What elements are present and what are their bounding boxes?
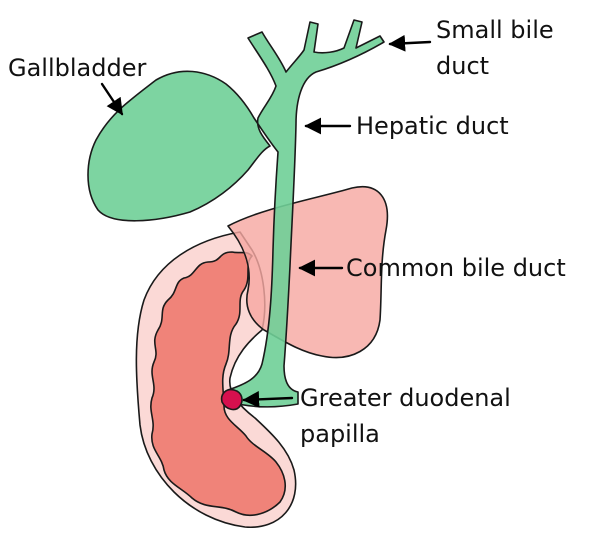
greater-duodenal-papilla	[222, 390, 242, 410]
small-bile-duct-arrow	[390, 42, 430, 44]
papilla-label-line2: papilla	[300, 420, 380, 448]
small-bile-duct-label-line1: Small bile	[436, 16, 554, 44]
hepatic-duct-label: Hepatic duct	[356, 112, 509, 140]
common-bile-duct-label: Common bile duct	[346, 254, 566, 282]
papilla-label-line1: Greater duodenal	[300, 384, 511, 412]
gallbladder-arrow	[102, 84, 122, 114]
gallbladder-label: Gallbladder	[8, 54, 146, 82]
small-bile-duct-label-line2: duct	[436, 52, 489, 80]
